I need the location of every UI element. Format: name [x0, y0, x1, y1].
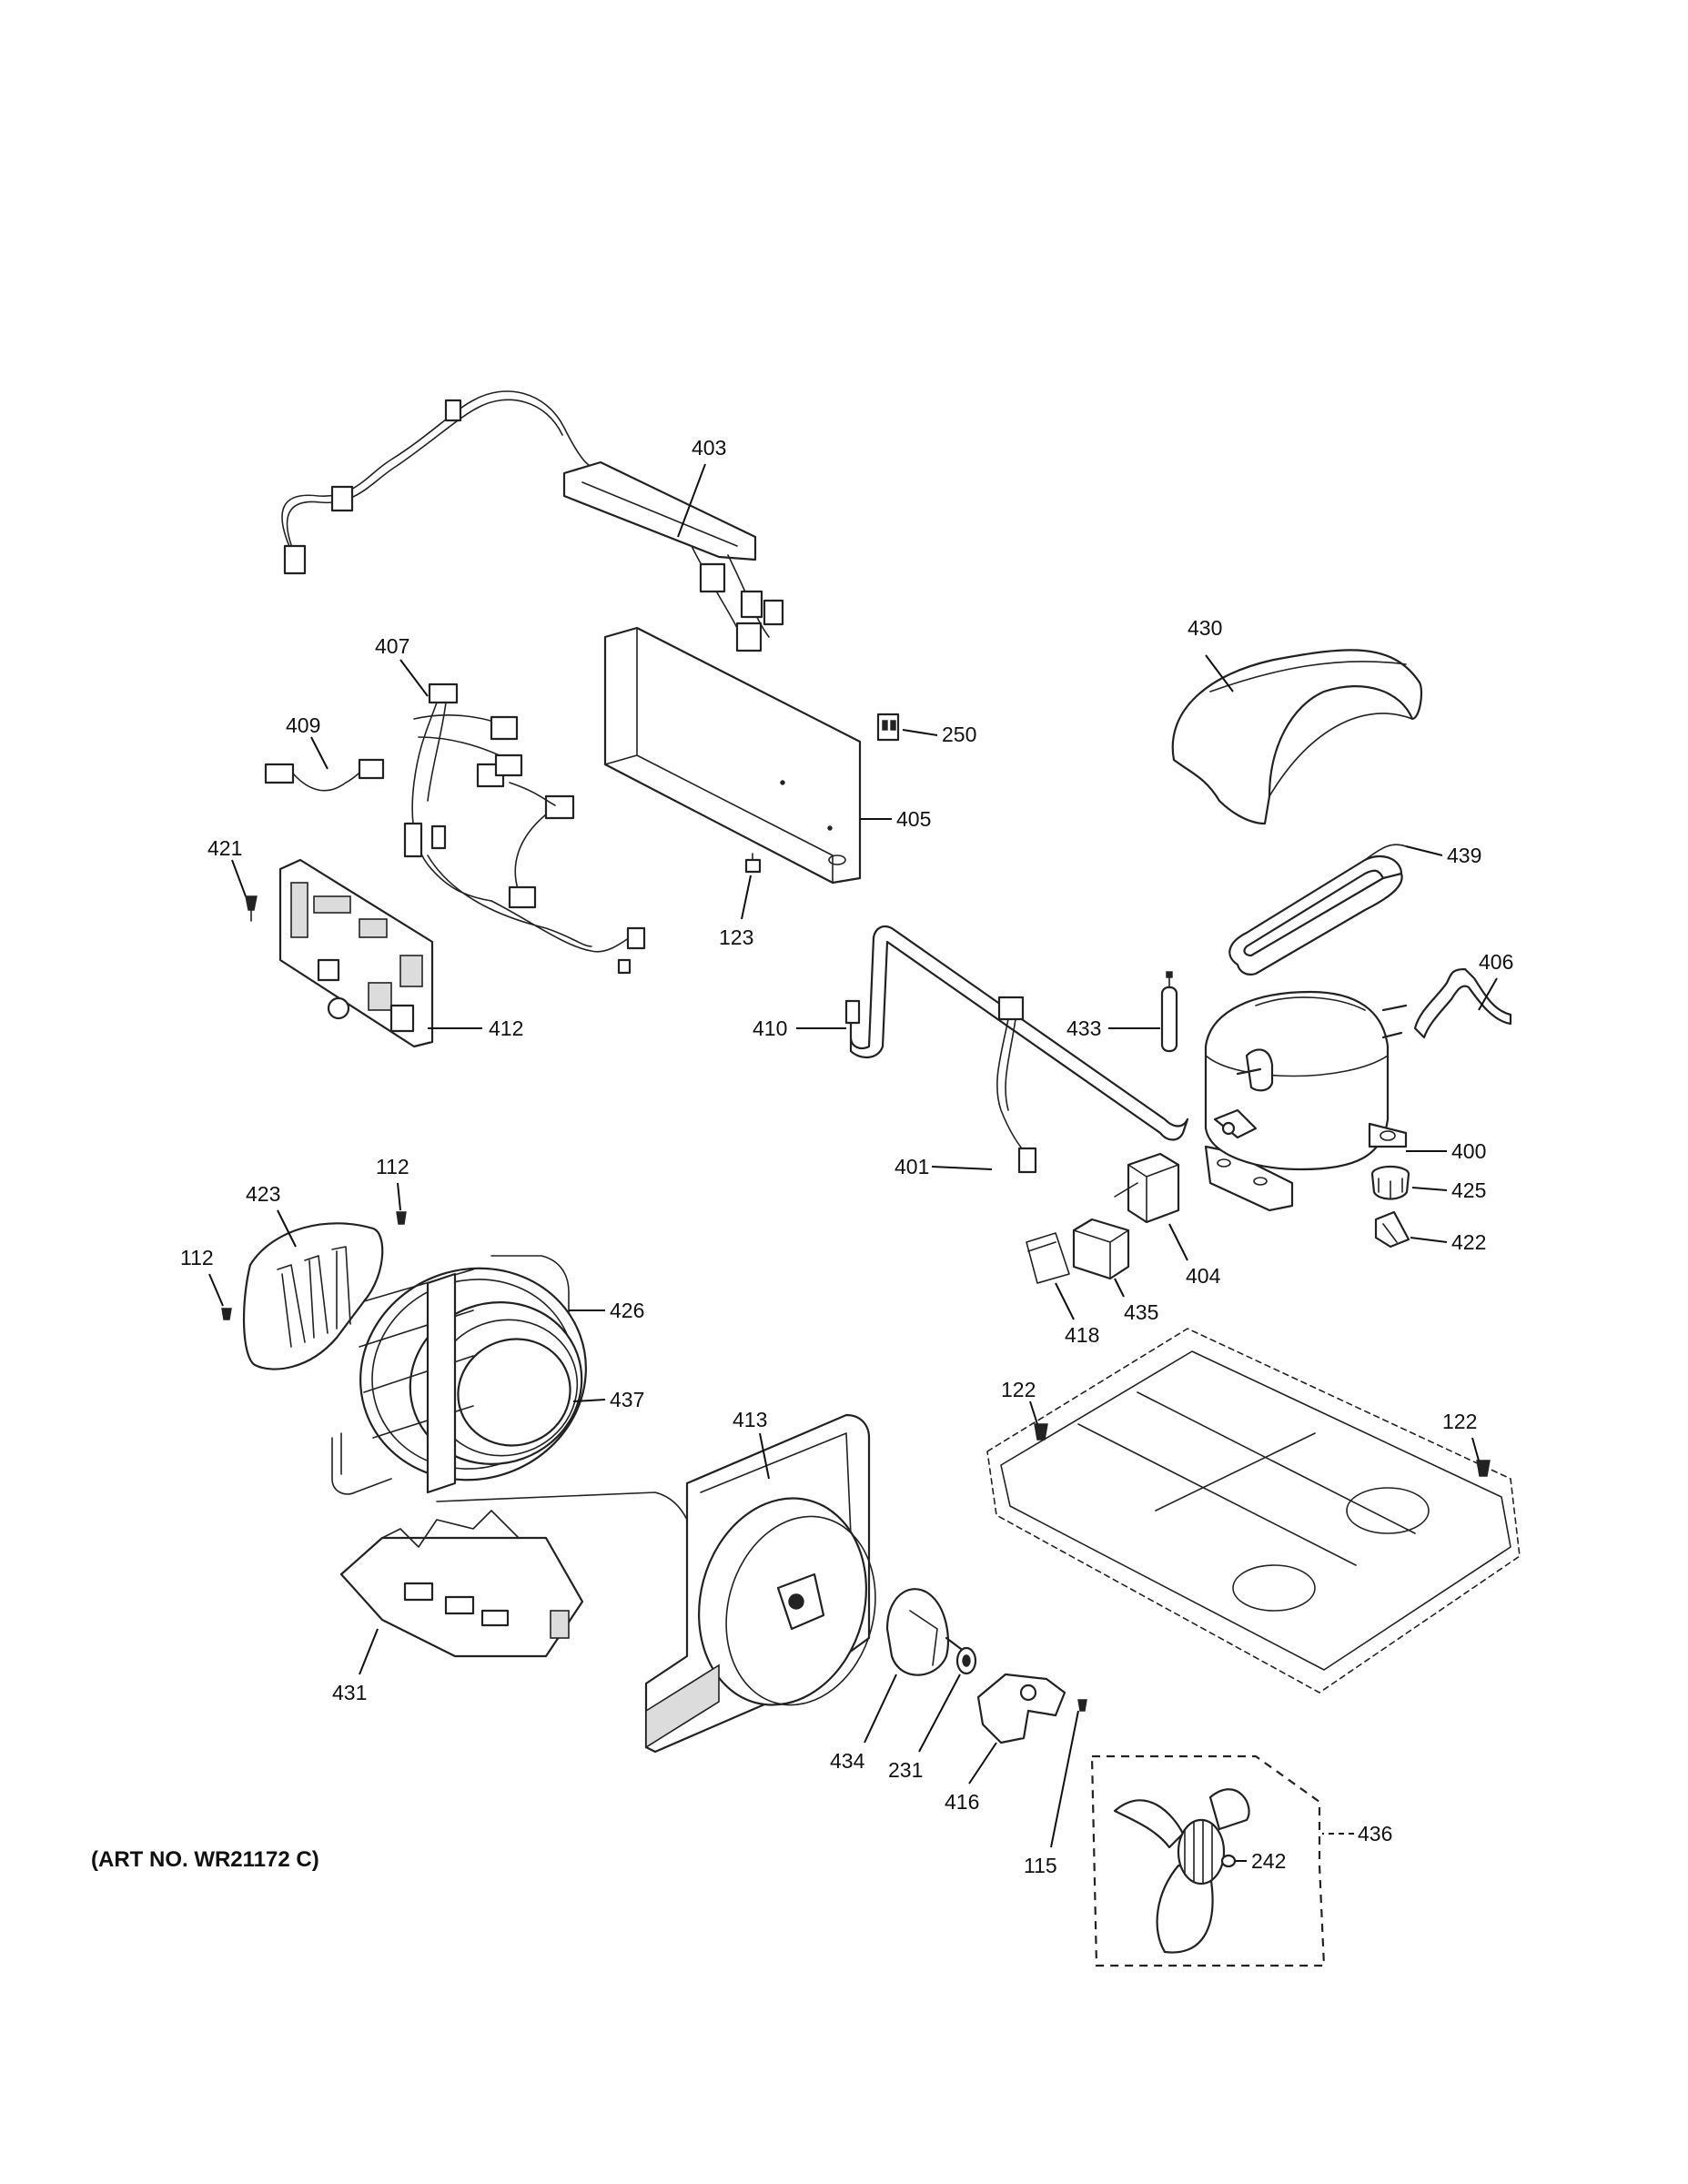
- callout-401: 401: [895, 1155, 929, 1178]
- callout-439: 439: [1447, 844, 1481, 867]
- art-number-caption: (ART NO. WR21172 C): [91, 1847, 319, 1872]
- part-400-compressor: [1204, 990, 1408, 1212]
- part-123-plug: [744, 853, 762, 874]
- callout-418: 418: [1065, 1323, 1099, 1347]
- part-404-relay: [1114, 1152, 1180, 1224]
- callout-412: 412: [489, 1016, 523, 1040]
- part-423-shroud: [242, 1222, 384, 1370]
- part-439-tube-loop: [1228, 844, 1407, 976]
- part-426-condenser-frame: [331, 1255, 570, 1495]
- part-425-grommet: [1370, 1165, 1410, 1200]
- part-242-nut: [1220, 1854, 1237, 1868]
- callout-433: 433: [1066, 1016, 1101, 1040]
- part-231-grommet: [955, 1646, 977, 1675]
- callout-403: 403: [692, 436, 726, 460]
- part-437-condenser-coil: [359, 1267, 587, 1494]
- callout-436: 436: [1358, 1822, 1392, 1845]
- callout-115: 115: [1024, 1854, 1057, 1877]
- part-433-drier: [1160, 971, 1178, 1053]
- callout-406: 406: [1479, 950, 1513, 974]
- callout-435: 435: [1124, 1300, 1158, 1324]
- callout-405: 405: [896, 807, 931, 831]
- part-405-cover-box: [603, 626, 862, 885]
- part-416-motor-bracket: [976, 1673, 1066, 1744]
- callout-231: 231: [888, 1758, 923, 1782]
- part-base-frame: [986, 1328, 1521, 1694]
- part-431-base-tray: [339, 1491, 688, 1658]
- leader-lines: [208, 463, 1498, 1862]
- part-435-capacitor: [1072, 1218, 1130, 1280]
- callout-437: 437: [610, 1388, 644, 1411]
- callout-413: 413: [733, 1408, 767, 1431]
- part-115-screw: [1077, 1699, 1087, 1712]
- callout-400: 400: [1451, 1139, 1486, 1163]
- callout-410: 410: [753, 1016, 787, 1040]
- callout-404: 404: [1186, 1264, 1221, 1288]
- part-122-screw-right: [1476, 1460, 1491, 1477]
- part-410-suction-tube: [844, 925, 1189, 1141]
- callout-423: 423: [246, 1182, 280, 1206]
- callout-122-right: 122: [1442, 1410, 1477, 1433]
- part-403-wire-harness: [281, 390, 784, 652]
- part-406-tube: [1413, 967, 1512, 1039]
- part-112-screw-upper: [396, 1211, 407, 1225]
- callout-416: 416: [945, 1790, 979, 1814]
- callout-434: 434: [830, 1749, 865, 1773]
- part-418-bracket: [1026, 1232, 1070, 1284]
- part-407-wire-harness: [403, 682, 646, 975]
- part-421-screw: [245, 895, 258, 922]
- part-112-screw-left: [221, 1308, 232, 1320]
- callout-labels: 403 407 409 421 412 250 405 123 430 439 …: [180, 436, 1513, 1877]
- callout-422: 422: [1451, 1230, 1486, 1254]
- part-434-fan-motor: [885, 1588, 966, 1676]
- callout-421: 421: [207, 836, 242, 860]
- callout-425: 425: [1451, 1178, 1486, 1202]
- callout-122-left: 122: [1001, 1378, 1036, 1401]
- part-122-screw-left: [1034, 1423, 1048, 1441]
- callout-407: 407: [375, 634, 409, 658]
- callout-250: 250: [942, 723, 976, 746]
- callout-112-left: 112: [180, 1246, 214, 1269]
- part-401-harness: [996, 996, 1037, 1174]
- callout-431: 431: [332, 1681, 367, 1704]
- part-413-fan-housing: [644, 1413, 876, 1754]
- callout-112-upper: 112: [376, 1155, 409, 1178]
- callout-426: 426: [610, 1299, 644, 1322]
- part-409-jumper-wire: [264, 758, 385, 792]
- callout-123: 123: [719, 925, 753, 949]
- callout-430: 430: [1188, 616, 1222, 640]
- part-250-connector: [876, 713, 900, 742]
- callout-242: 242: [1251, 1849, 1286, 1873]
- callout-409: 409: [286, 713, 320, 737]
- part-436-fan-blade-assembly: [1090, 1754, 1326, 1967]
- part-430-insulation-cover: [1171, 649, 1423, 825]
- part-412-control-board: [278, 858, 434, 1048]
- part-422-clip: [1374, 1210, 1410, 1249]
